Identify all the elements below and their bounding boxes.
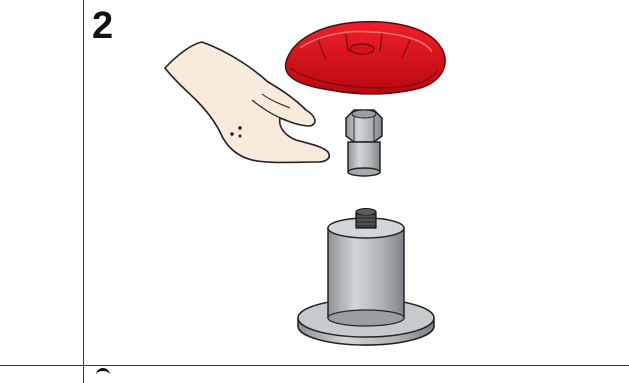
rubber-coupling (285, 22, 445, 94)
hex-nut-bolt (346, 110, 382, 176)
motor-spindle-base (298, 209, 434, 346)
